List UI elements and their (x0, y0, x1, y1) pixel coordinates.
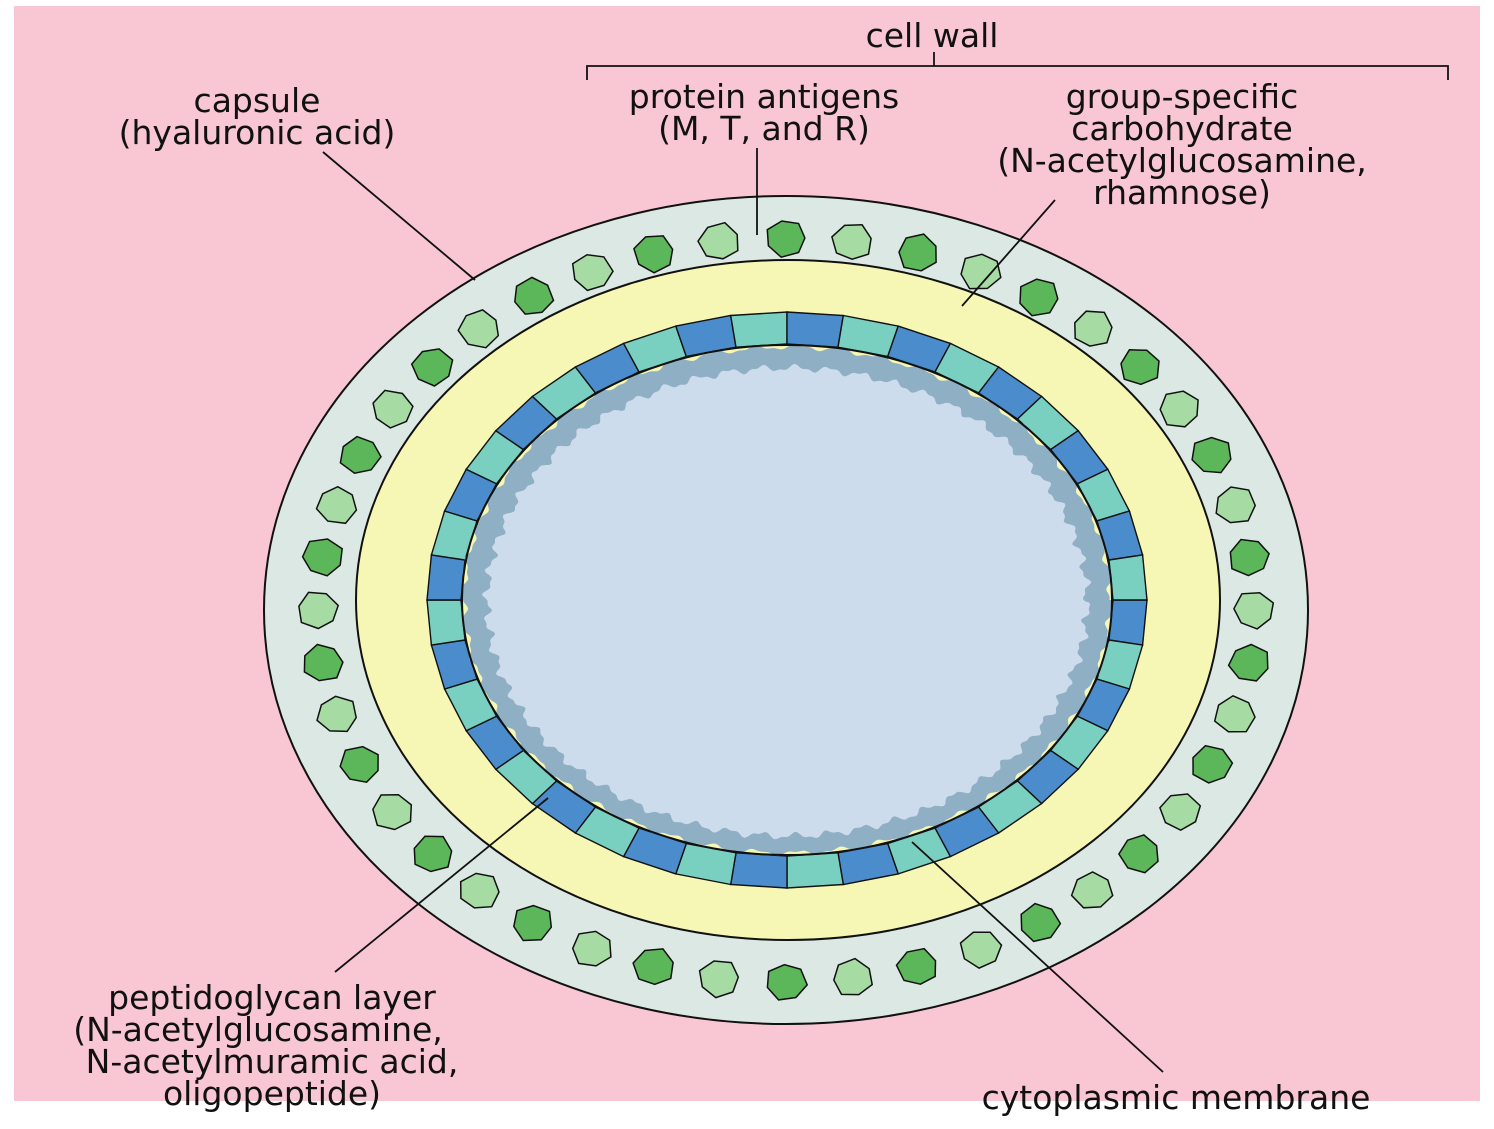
capsule-label-line-2: (hyaluronic acid) (119, 113, 396, 152)
cytoplasmic-membrane-label: cytoplasmic membrane (982, 1078, 1371, 1117)
protein-antigens-label-line-2: (M, T, and R) (658, 109, 870, 148)
peptidoglycan-block-icon (1109, 555, 1147, 600)
protein-antigen-icon (373, 795, 411, 830)
protein-antigen-icon (573, 931, 611, 966)
peptidoglycan-block-icon (427, 555, 465, 600)
cell-layers (264, 196, 1308, 1024)
peptidoglycan-block-icon (787, 312, 843, 347)
peptidoglycan-block-icon (427, 600, 465, 645)
peptidoglycan-label-line-4: oligopeptide) (163, 1074, 381, 1113)
peptidoglycan-block-icon (731, 312, 787, 347)
cell-wall-label: cell wall (866, 16, 999, 55)
carbohydrate-label-line-4: rhamnose) (1093, 173, 1271, 212)
peptidoglycan-block-icon (1109, 600, 1147, 645)
protein-antigen-icon (1075, 311, 1112, 346)
peptidoglycan-block-icon (731, 853, 787, 888)
peptidoglycan-block-icon (787, 853, 843, 888)
protein-antigen-icon (461, 873, 499, 908)
protein-antigen-icon (514, 906, 552, 941)
protein-antigen-icon (414, 836, 451, 871)
